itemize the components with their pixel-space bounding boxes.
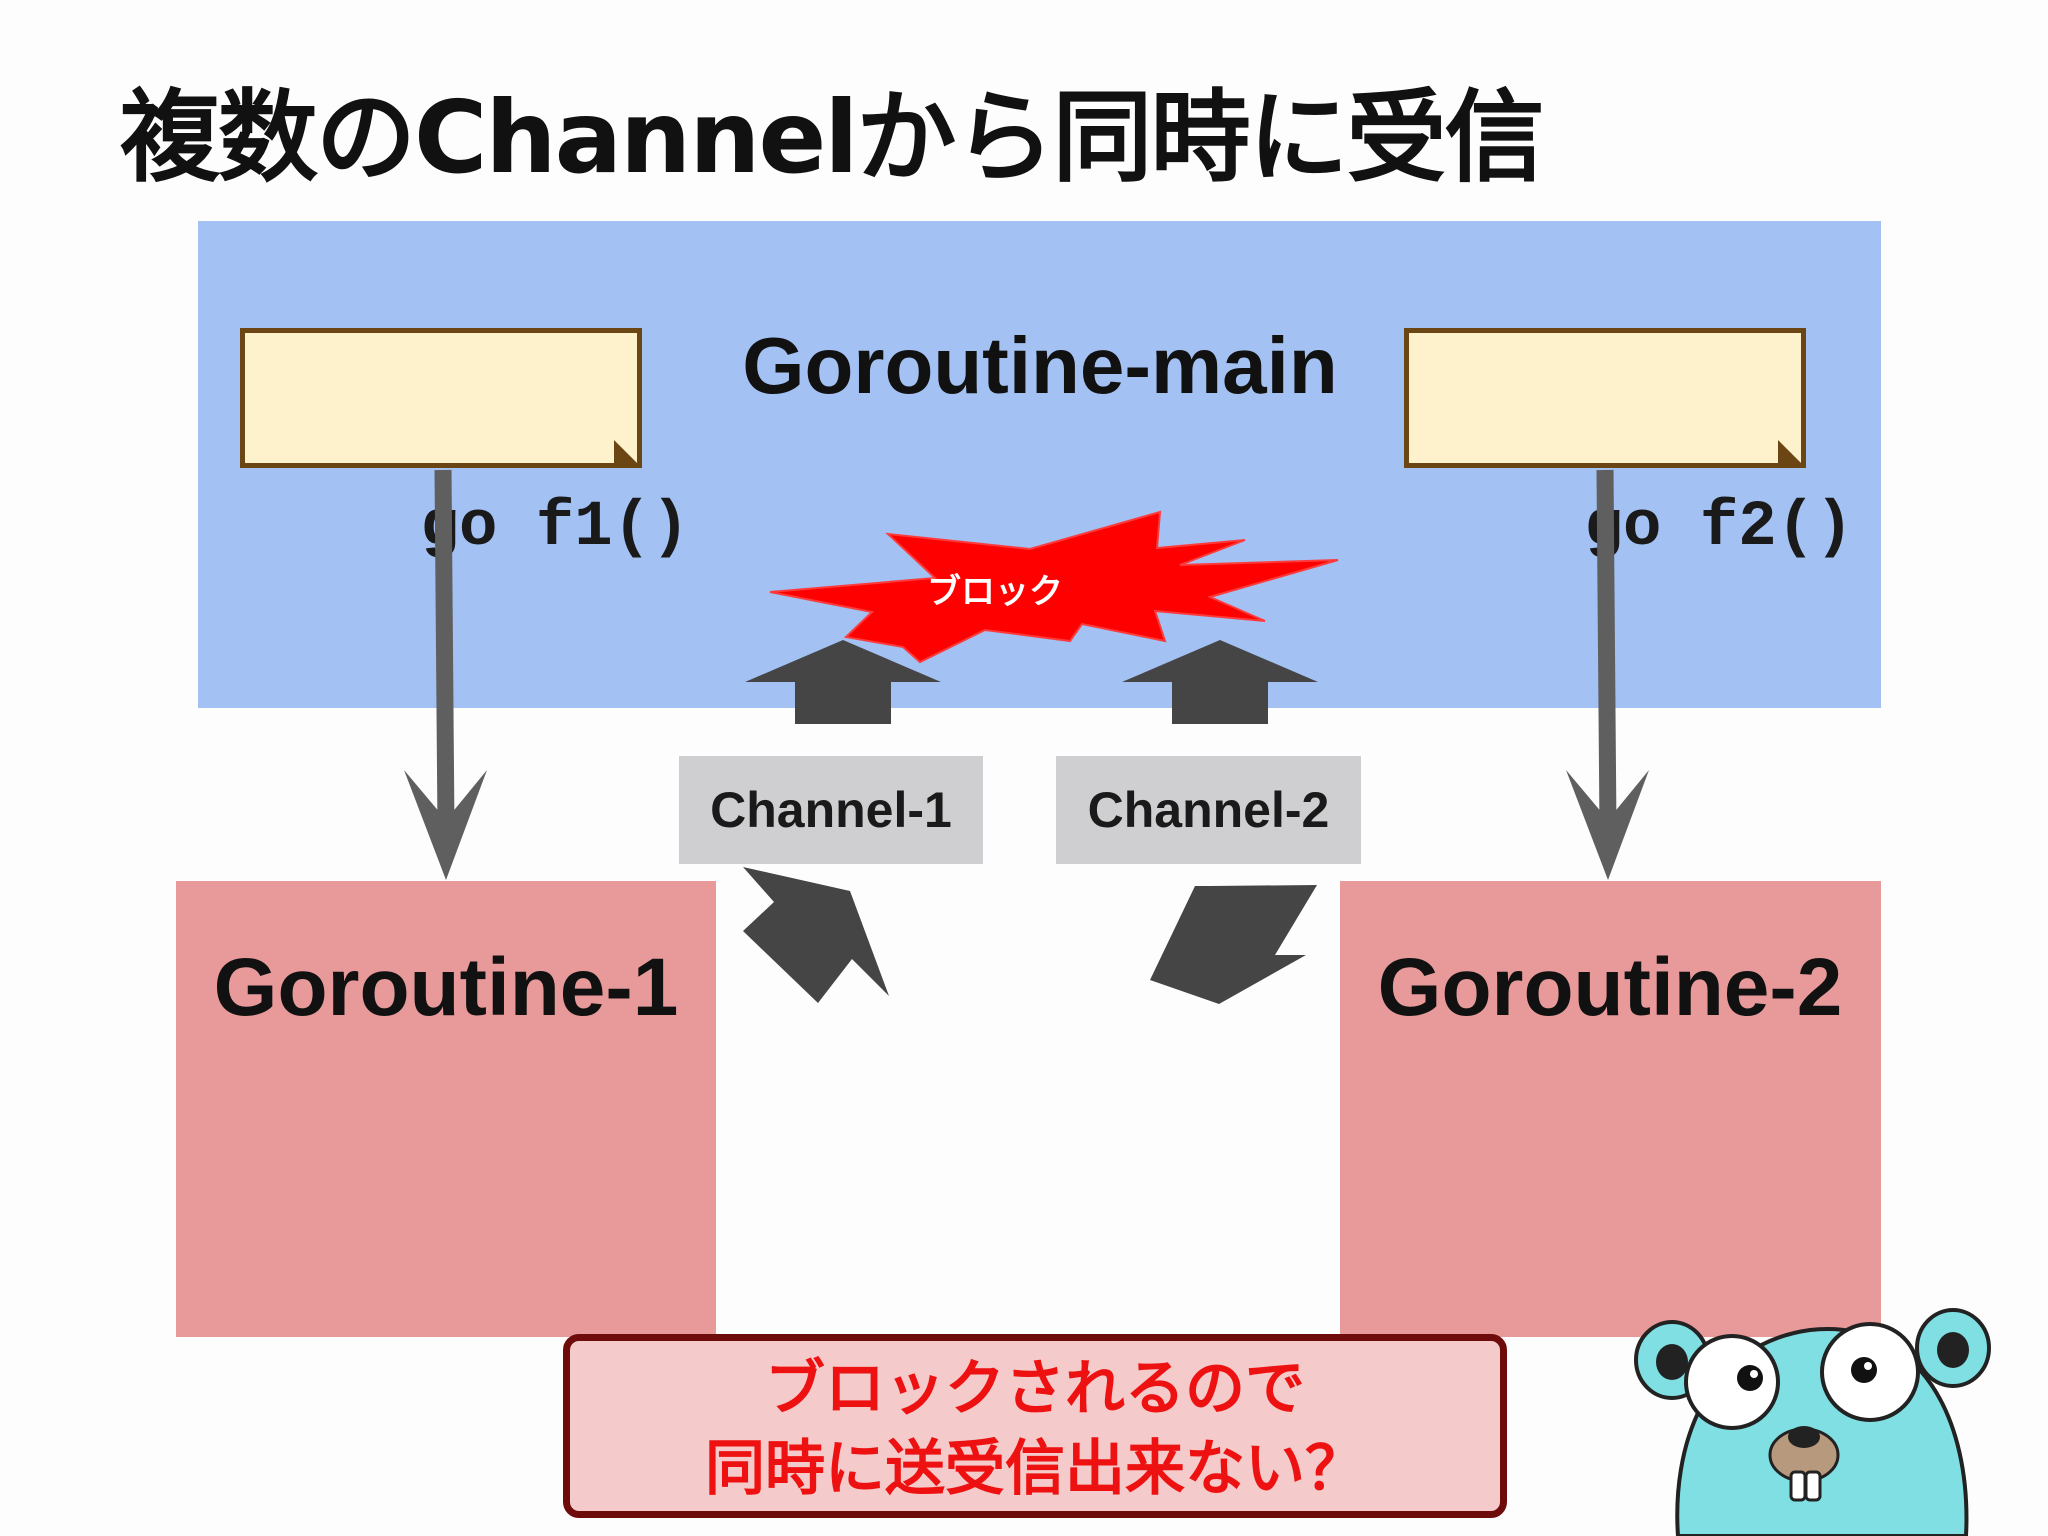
channel-1-box: Channel-1 [679, 756, 983, 864]
goroutine-2-label: Goroutine-2 [1377, 942, 1843, 1033]
note-fold-icon [614, 440, 642, 468]
channel-1-label: Channel-1 [710, 782, 952, 838]
goroutine-1-box [176, 881, 716, 1337]
spawn-arrow-f2 [1566, 469, 1649, 880]
note-fold-icon [1778, 440, 1806, 468]
goroutine-2-box [1340, 881, 1881, 1337]
channel-2-box: Channel-2 [1056, 756, 1361, 864]
code-note-f1-text: go f1() [420, 492, 690, 564]
channel-2-label: Channel-2 [1087, 782, 1330, 838]
slide-title: 複数のChannelから同時に受信 [120, 79, 1545, 196]
send-arrow-goroutine-1 [743, 867, 889, 1003]
callout-line-1: ブロックされるので [765, 1354, 1305, 1424]
gopher-mascot-icon [1634, 1308, 1991, 1536]
burst-icon [769, 510, 1339, 664]
callout-line-2: 同時に送受信出来ない？ [705, 1434, 1365, 1504]
goroutine-main-label: Goroutine-main [742, 321, 1338, 410]
spawn-arrow-f1 [404, 469, 487, 880]
code-note-f1: go f1() [240, 328, 689, 564]
goroutine-1-label: Goroutine-1 [213, 942, 679, 1033]
channel-2-up-arrow [1122, 640, 1318, 724]
callout-box: ブロックされるので 同時に送受信出来ない？ [563, 1334, 1507, 1518]
send-arrow-goroutine-2 [1150, 885, 1317, 1004]
burst-label: ブロック [927, 572, 1063, 612]
channel-1-up-arrow [745, 640, 941, 724]
